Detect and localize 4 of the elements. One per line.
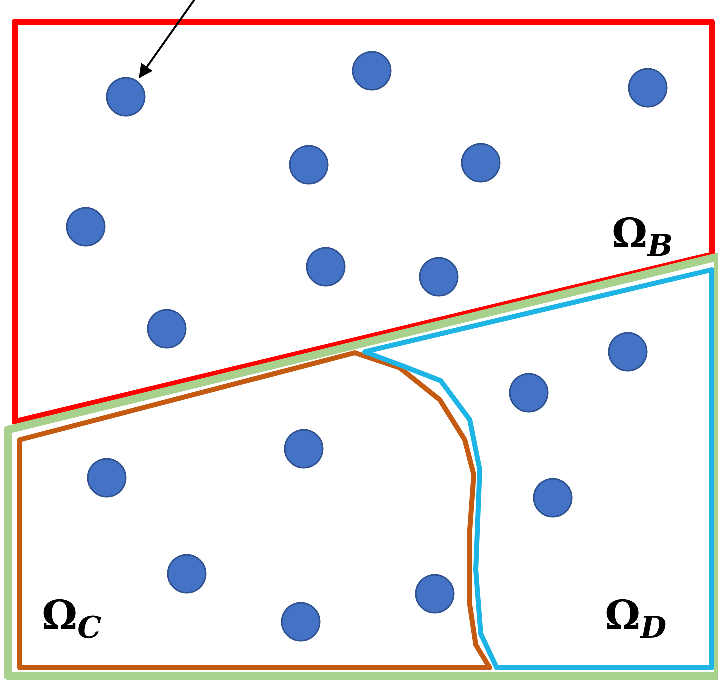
region-label: Ω$_{B}$: [612, 214, 673, 262]
region-label: Ω$_{D}$: [605, 596, 667, 644]
arrow: [139, 0, 197, 79]
region-label: Ω$_{C}$: [42, 596, 102, 644]
